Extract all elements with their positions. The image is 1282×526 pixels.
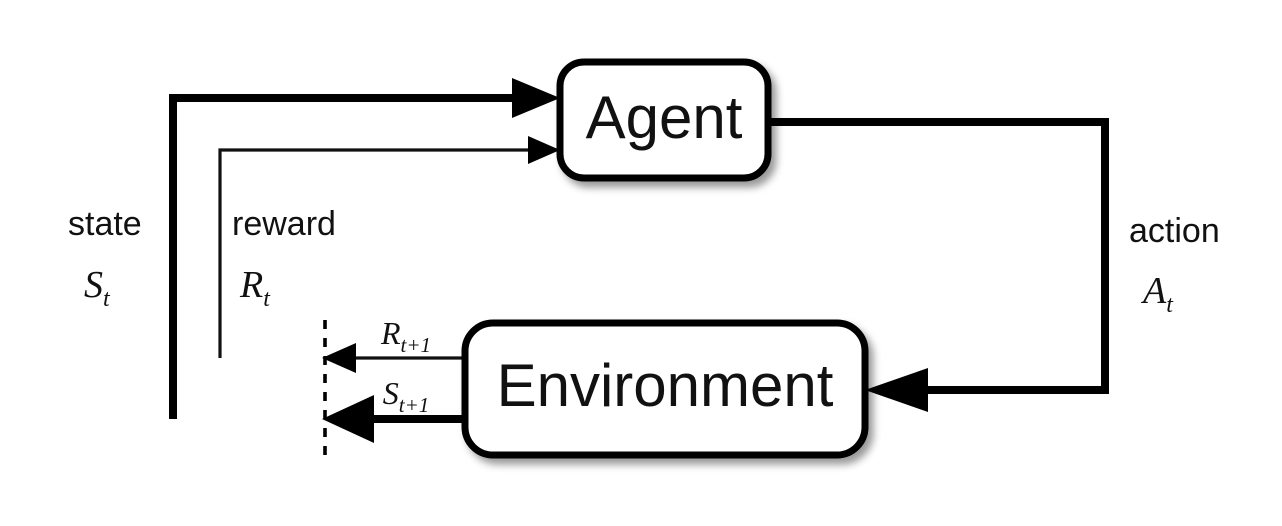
action-word-label: action — [1129, 212, 1220, 250]
agent-label: Agent — [586, 84, 743, 151]
action-symbol-label: At — [1140, 270, 1174, 318]
environment-box[interactable] — [461, 319, 869, 459]
edge-reward-next — [322, 343, 465, 373]
state-next-arrowhead-icon — [322, 395, 374, 443]
action-edge-line — [768, 118, 1109, 394]
edge-action — [768, 118, 1109, 412]
reward-next-arrowhead-icon — [322, 343, 356, 373]
node-agent[interactable]: Agent — [556, 58, 772, 182]
reward-next-symbol-label: Rt+1 — [380, 315, 431, 357]
edge-reward — [218, 136, 560, 358]
action-arrowhead-icon — [865, 368, 928, 412]
node-environment[interactable]: Environment — [461, 319, 869, 459]
reward-symbol-label: Rt — [239, 264, 271, 312]
reward-arrowhead-icon — [528, 136, 560, 164]
reward-word-label: reward — [232, 205, 336, 243]
state-edge-line — [169, 94, 519, 419]
state-word-label: state — [68, 205, 142, 243]
edge-state-next — [322, 395, 465, 443]
state-arrowhead-icon — [512, 78, 560, 118]
reward-edge-line — [218, 148, 530, 358]
agent-box[interactable] — [556, 58, 772, 182]
edge-state — [169, 78, 560, 419]
state-symbol-label: St — [84, 264, 111, 312]
environment-label: Environment — [497, 352, 834, 419]
state-next-symbol-label: St+1 — [383, 375, 430, 417]
